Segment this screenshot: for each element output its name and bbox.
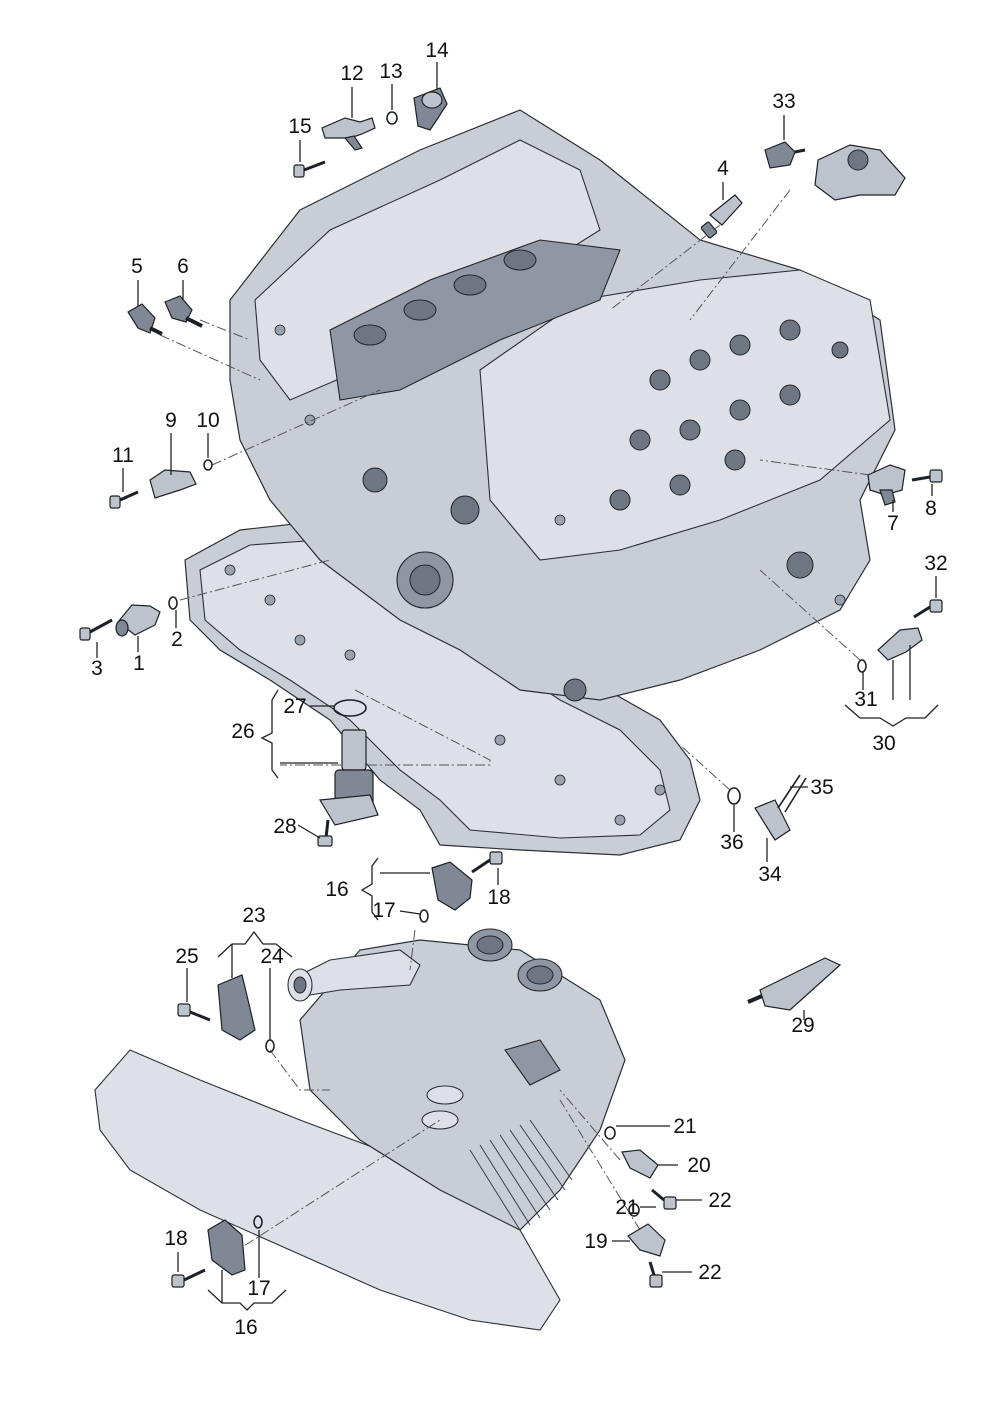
callout-7: 7: [887, 512, 899, 535]
callout-31: 31: [854, 688, 877, 711]
callout-21-lower: 21: [615, 1196, 638, 1219]
cylinder-ports-left: [353, 249, 537, 346]
callout-11: 11: [112, 444, 134, 467]
callout-19: 19: [584, 1230, 607, 1253]
callout-20: 20: [687, 1154, 710, 1177]
bolt-22-upper[interactable]: [651, 1188, 677, 1210]
valve-bores-right: [609, 319, 849, 511]
bolt-15[interactable]: [293, 160, 326, 178]
sensor-33[interactable]: [764, 141, 806, 169]
callout-10: 10: [196, 409, 219, 432]
callout-5: 5: [131, 255, 143, 278]
bolt-8[interactable]: [911, 469, 943, 483]
bolt-32[interactable]: [913, 599, 943, 619]
sealant-tube-29[interactable]: [747, 957, 842, 1011]
callout-26: 26: [231, 720, 254, 743]
callout-29: 29: [791, 1014, 814, 1037]
callout-2: 2: [171, 628, 183, 651]
o-ring-10[interactable]: [203, 459, 213, 471]
o-ring-17-upper[interactable]: [419, 909, 429, 923]
callout-25: 25: [175, 945, 198, 968]
callout-6: 6: [177, 255, 189, 278]
callout-labels: 12 13 14 15 4 33 5 6 9 10 11 1 2 3 7 8 3…: [91, 39, 948, 1339]
callout-16-upper: 16: [325, 878, 348, 901]
callout-18-lower: 18: [164, 1227, 187, 1250]
bolt-18-upper[interactable]: [471, 851, 503, 874]
o-ring-2[interactable]: [168, 596, 178, 610]
camshaft-position-sensor-12[interactable]: [321, 117, 376, 151]
callout-3: 3: [91, 657, 103, 680]
bolt-22-lower[interactable]: [648, 1261, 663, 1288]
callout-32: 32: [924, 552, 947, 575]
callout-12: 12: [340, 62, 363, 85]
callout-22-lower: 22: [698, 1261, 721, 1284]
callout-21-upper: 21: [673, 1115, 696, 1138]
callout-17-upper: 17: [372, 899, 395, 922]
temperature-sender-34[interactable]: [754, 799, 791, 841]
sensor-7[interactable]: [867, 464, 906, 506]
leader-lines: [96, 62, 939, 1311]
sensor-30[interactable]: [877, 627, 923, 661]
o-ring-21-lower[interactable]: [628, 1203, 640, 1217]
o-ring-17-lower[interactable]: [253, 1215, 263, 1229]
o-ring-21-upper[interactable]: [604, 1126, 616, 1140]
o-ring-27[interactable]: [333, 699, 367, 717]
sensor-9[interactable]: [149, 469, 197, 499]
sensor-4[interactable]: [700, 194, 743, 239]
sensor-19[interactable]: [627, 1223, 666, 1257]
callout-36: 36: [720, 831, 743, 854]
retaining-clip-35[interactable]: [777, 774, 807, 813]
callout-16-lower: 16: [234, 1316, 257, 1339]
sensor-5[interactable]: [127, 303, 163, 336]
bolt-25[interactable]: [177, 1003, 211, 1022]
sensor-1[interactable]: [115, 604, 161, 637]
o-ring-13[interactable]: [386, 111, 398, 125]
high-pressure-fuel-pump: [814, 144, 906, 201]
callout-13: 13: [379, 60, 402, 83]
callout-4: 4: [717, 157, 729, 180]
bolt-18-lower[interactable]: [171, 1268, 206, 1288]
o-ring-36[interactable]: [727, 787, 741, 805]
bolt-11[interactable]: [109, 490, 139, 509]
engine-block: [184, 109, 896, 856]
callout-14: 14: [425, 39, 449, 62]
sensor-23[interactable]: [217, 974, 256, 1041]
callout-35: 35: [810, 776, 833, 799]
sensor-14[interactable]: [413, 87, 448, 131]
callout-34: 34: [758, 863, 782, 886]
sensor-16-lower[interactable]: [207, 1219, 246, 1276]
sensor-6[interactable]: [164, 295, 203, 328]
callout-33: 33: [772, 90, 795, 113]
callout-8: 8: [925, 497, 937, 520]
callout-30: 30: [872, 732, 895, 755]
callout-28: 28: [273, 815, 296, 838]
bolt-3[interactable]: [79, 618, 113, 641]
callout-18-upper: 18: [487, 886, 510, 909]
callout-24: 24: [260, 945, 284, 968]
callout-23: 23: [242, 904, 265, 927]
sensor-20[interactable]: [621, 1149, 659, 1179]
bolt-28[interactable]: [317, 819, 333, 847]
sensor-16-upper[interactable]: [431, 861, 473, 911]
callout-9: 9: [165, 409, 177, 432]
block-bolts: [224, 324, 846, 826]
o-ring-31[interactable]: [857, 659, 867, 673]
callout-1: 1: [133, 652, 145, 675]
callout-15: 15: [288, 115, 311, 138]
oil-level-sensor-26[interactable]: [318, 729, 379, 826]
callout-27: 27: [283, 695, 306, 718]
callout-22-upper: 22: [708, 1189, 731, 1212]
intake-manifold: [94, 928, 626, 1331]
reference-lines: [159, 189, 871, 1256]
callout-17-lower: 17: [247, 1277, 270, 1300]
